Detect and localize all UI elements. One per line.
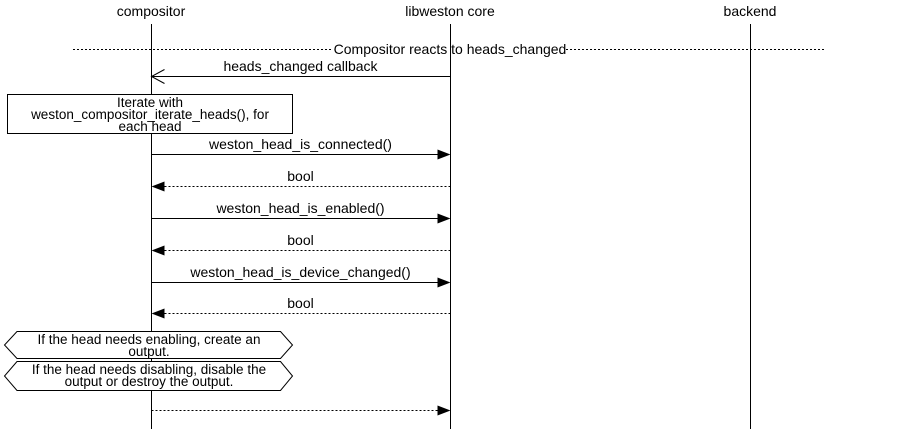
open-arrowhead-icon: [150, 69, 165, 84]
filled-arrowhead-icon: [151, 308, 165, 319]
filled-arrowhead-icon: [437, 405, 451, 416]
filled-arrowhead-icon: [437, 213, 451, 224]
condition-note-text-enabling: If the head needs enabling, create an ou…: [5, 332, 293, 359]
message-label-bool-3: bool: [287, 295, 314, 311]
message-label-head-is-connected: weston_head_is_connected(): [209, 136, 392, 152]
note-box-line: weston_compositor_iterate_heads(), for: [31, 107, 269, 122]
actor-label-compositor: compositor: [116, 3, 186, 19]
actor-label-backend: backend: [723, 3, 777, 19]
note-box-text: Iterate with weston_compositor_iterate_h…: [8, 95, 292, 134]
message-label-bool-2: bool: [287, 232, 314, 248]
condition-note-line: If the head needs disabling, disable the: [31, 362, 267, 377]
filled-arrowhead-icon: [437, 149, 451, 160]
note-box-line: Iterate with: [116, 95, 184, 110]
filled-arrowhead-icon: [151, 181, 165, 192]
condition-note-text-disabling: If the head needs disabling, disable the…: [5, 362, 293, 389]
message-label-heads-changed-callback: heads_changed callback: [223, 58, 378, 74]
actor-label-libweston-core: libweston core: [405, 3, 495, 19]
condition-note-shape-enabling: [3, 331, 294, 359]
condition-note-line: If the head needs enabling, create an: [37, 332, 261, 347]
condition-note-line: output or destroy the output.: [64, 374, 234, 389]
message-label-head-is-device-changed: weston_head_is_device_changed(): [190, 264, 411, 280]
filled-arrowhead-icon: [437, 277, 451, 288]
message-label-head-is-enabled: weston_head_is_enabled(): [216, 200, 385, 216]
note-box-line: each head: [118, 119, 182, 134]
message-label-bool-1: bool: [287, 168, 314, 184]
filled-arrowhead-icon: [151, 245, 165, 256]
divider-label: Compositor reacts to heads_changed: [333, 41, 567, 57]
condition-note-shape-disabling: [3, 361, 294, 391]
note-box-shape: [7, 94, 293, 134]
condition-note-line: output.: [128, 344, 170, 359]
